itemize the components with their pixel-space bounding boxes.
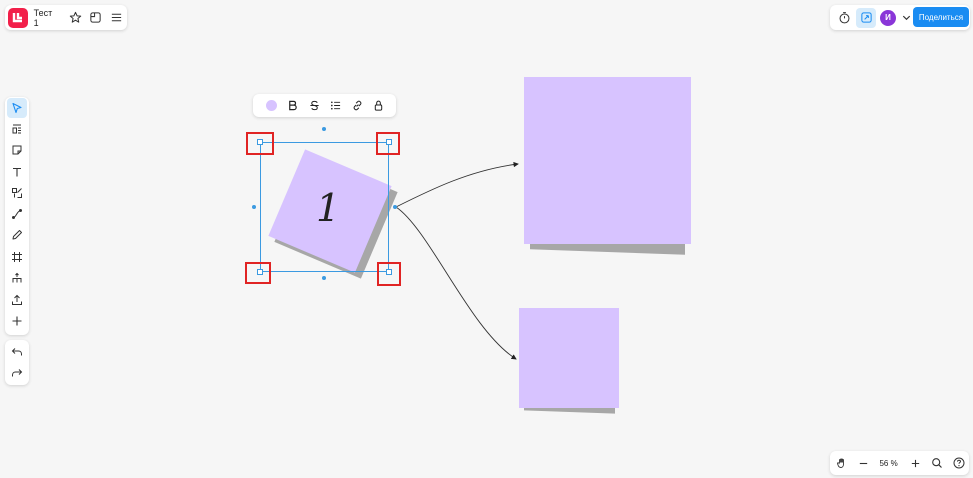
highlight-box-bottom-right <box>377 262 401 286</box>
link-icon[interactable] <box>347 96 367 116</box>
zoom-in-icon[interactable] <box>905 453 925 473</box>
strikethrough-icon[interactable] <box>304 96 324 116</box>
sticky-note-medium[interactable] <box>519 308 619 408</box>
avatar[interactable]: И <box>880 9 896 26</box>
connection-point-right[interactable] <box>393 205 397 209</box>
color-swatch <box>265 100 277 111</box>
history-toolbar <box>5 340 29 385</box>
zoom-out-icon[interactable] <box>854 453 874 473</box>
connection-point-bottom[interactable] <box>322 276 326 280</box>
text-icon[interactable] <box>7 162 27 182</box>
sticky-note-icon[interactable] <box>7 140 27 160</box>
sticky-note-text[interactable]: 1 <box>316 186 341 230</box>
highlight-box-top-right <box>376 132 400 155</box>
pen-icon[interactable] <box>7 225 27 245</box>
chevron-down-icon[interactable] <box>896 8 916 28</box>
resize-handle-top-left[interactable] <box>257 139 263 145</box>
select-icon[interactable] <box>7 98 27 118</box>
more-icon[interactable] <box>7 311 27 331</box>
connector-icon[interactable] <box>7 204 27 224</box>
mindmap-icon[interactable] <box>7 268 27 288</box>
redo-icon[interactable] <box>7 363 27 383</box>
format-toolbar <box>253 94 396 117</box>
highlight-box-top-left <box>246 132 274 155</box>
ai-assistant-icon[interactable] <box>856 7 876 28</box>
highlight-box-bottom-left <box>245 262 271 284</box>
upload-icon[interactable] <box>7 290 27 310</box>
sticky-note-large[interactable] <box>524 77 691 244</box>
resize-handle-bottom-right[interactable] <box>386 269 392 275</box>
left-toolbar <box>5 97 29 335</box>
menu-icon[interactable] <box>106 8 126 28</box>
board-title[interactable]: Тест 1 <box>33 7 53 28</box>
frame-icon[interactable] <box>7 247 27 267</box>
app-logo-icon[interactable] <box>8 7 28 28</box>
hand-icon[interactable] <box>832 453 852 473</box>
search-icon[interactable] <box>927 453 947 473</box>
connector-bottom[interactable] <box>395 206 517 360</box>
share-button[interactable]: Поделиться <box>913 7 969 27</box>
connection-point-left[interactable] <box>252 205 256 209</box>
star-icon[interactable] <box>65 8 85 28</box>
color-picker-button[interactable] <box>261 96 281 116</box>
connector-top[interactable] <box>395 161 519 208</box>
undo-icon[interactable] <box>7 342 27 362</box>
templates-icon[interactable] <box>7 119 27 139</box>
selection-frame <box>260 142 389 272</box>
zoom-toolbar: 56 % <box>830 451 969 475</box>
board-icon[interactable] <box>86 8 106 28</box>
help-icon[interactable] <box>949 453 969 473</box>
timer-icon[interactable] <box>834 8 854 28</box>
zoom-level[interactable]: 56 % <box>879 458 898 468</box>
list-icon[interactable] <box>326 96 346 116</box>
bold-icon[interactable] <box>283 96 303 116</box>
board-header: Тест 1 <box>5 5 127 30</box>
shapes-icon[interactable] <box>7 183 27 203</box>
resize-handle-top-right[interactable] <box>386 139 392 145</box>
resize-handle-bottom-left[interactable] <box>257 269 263 275</box>
lock-icon[interactable] <box>369 96 389 116</box>
connection-point-top[interactable] <box>322 127 326 131</box>
